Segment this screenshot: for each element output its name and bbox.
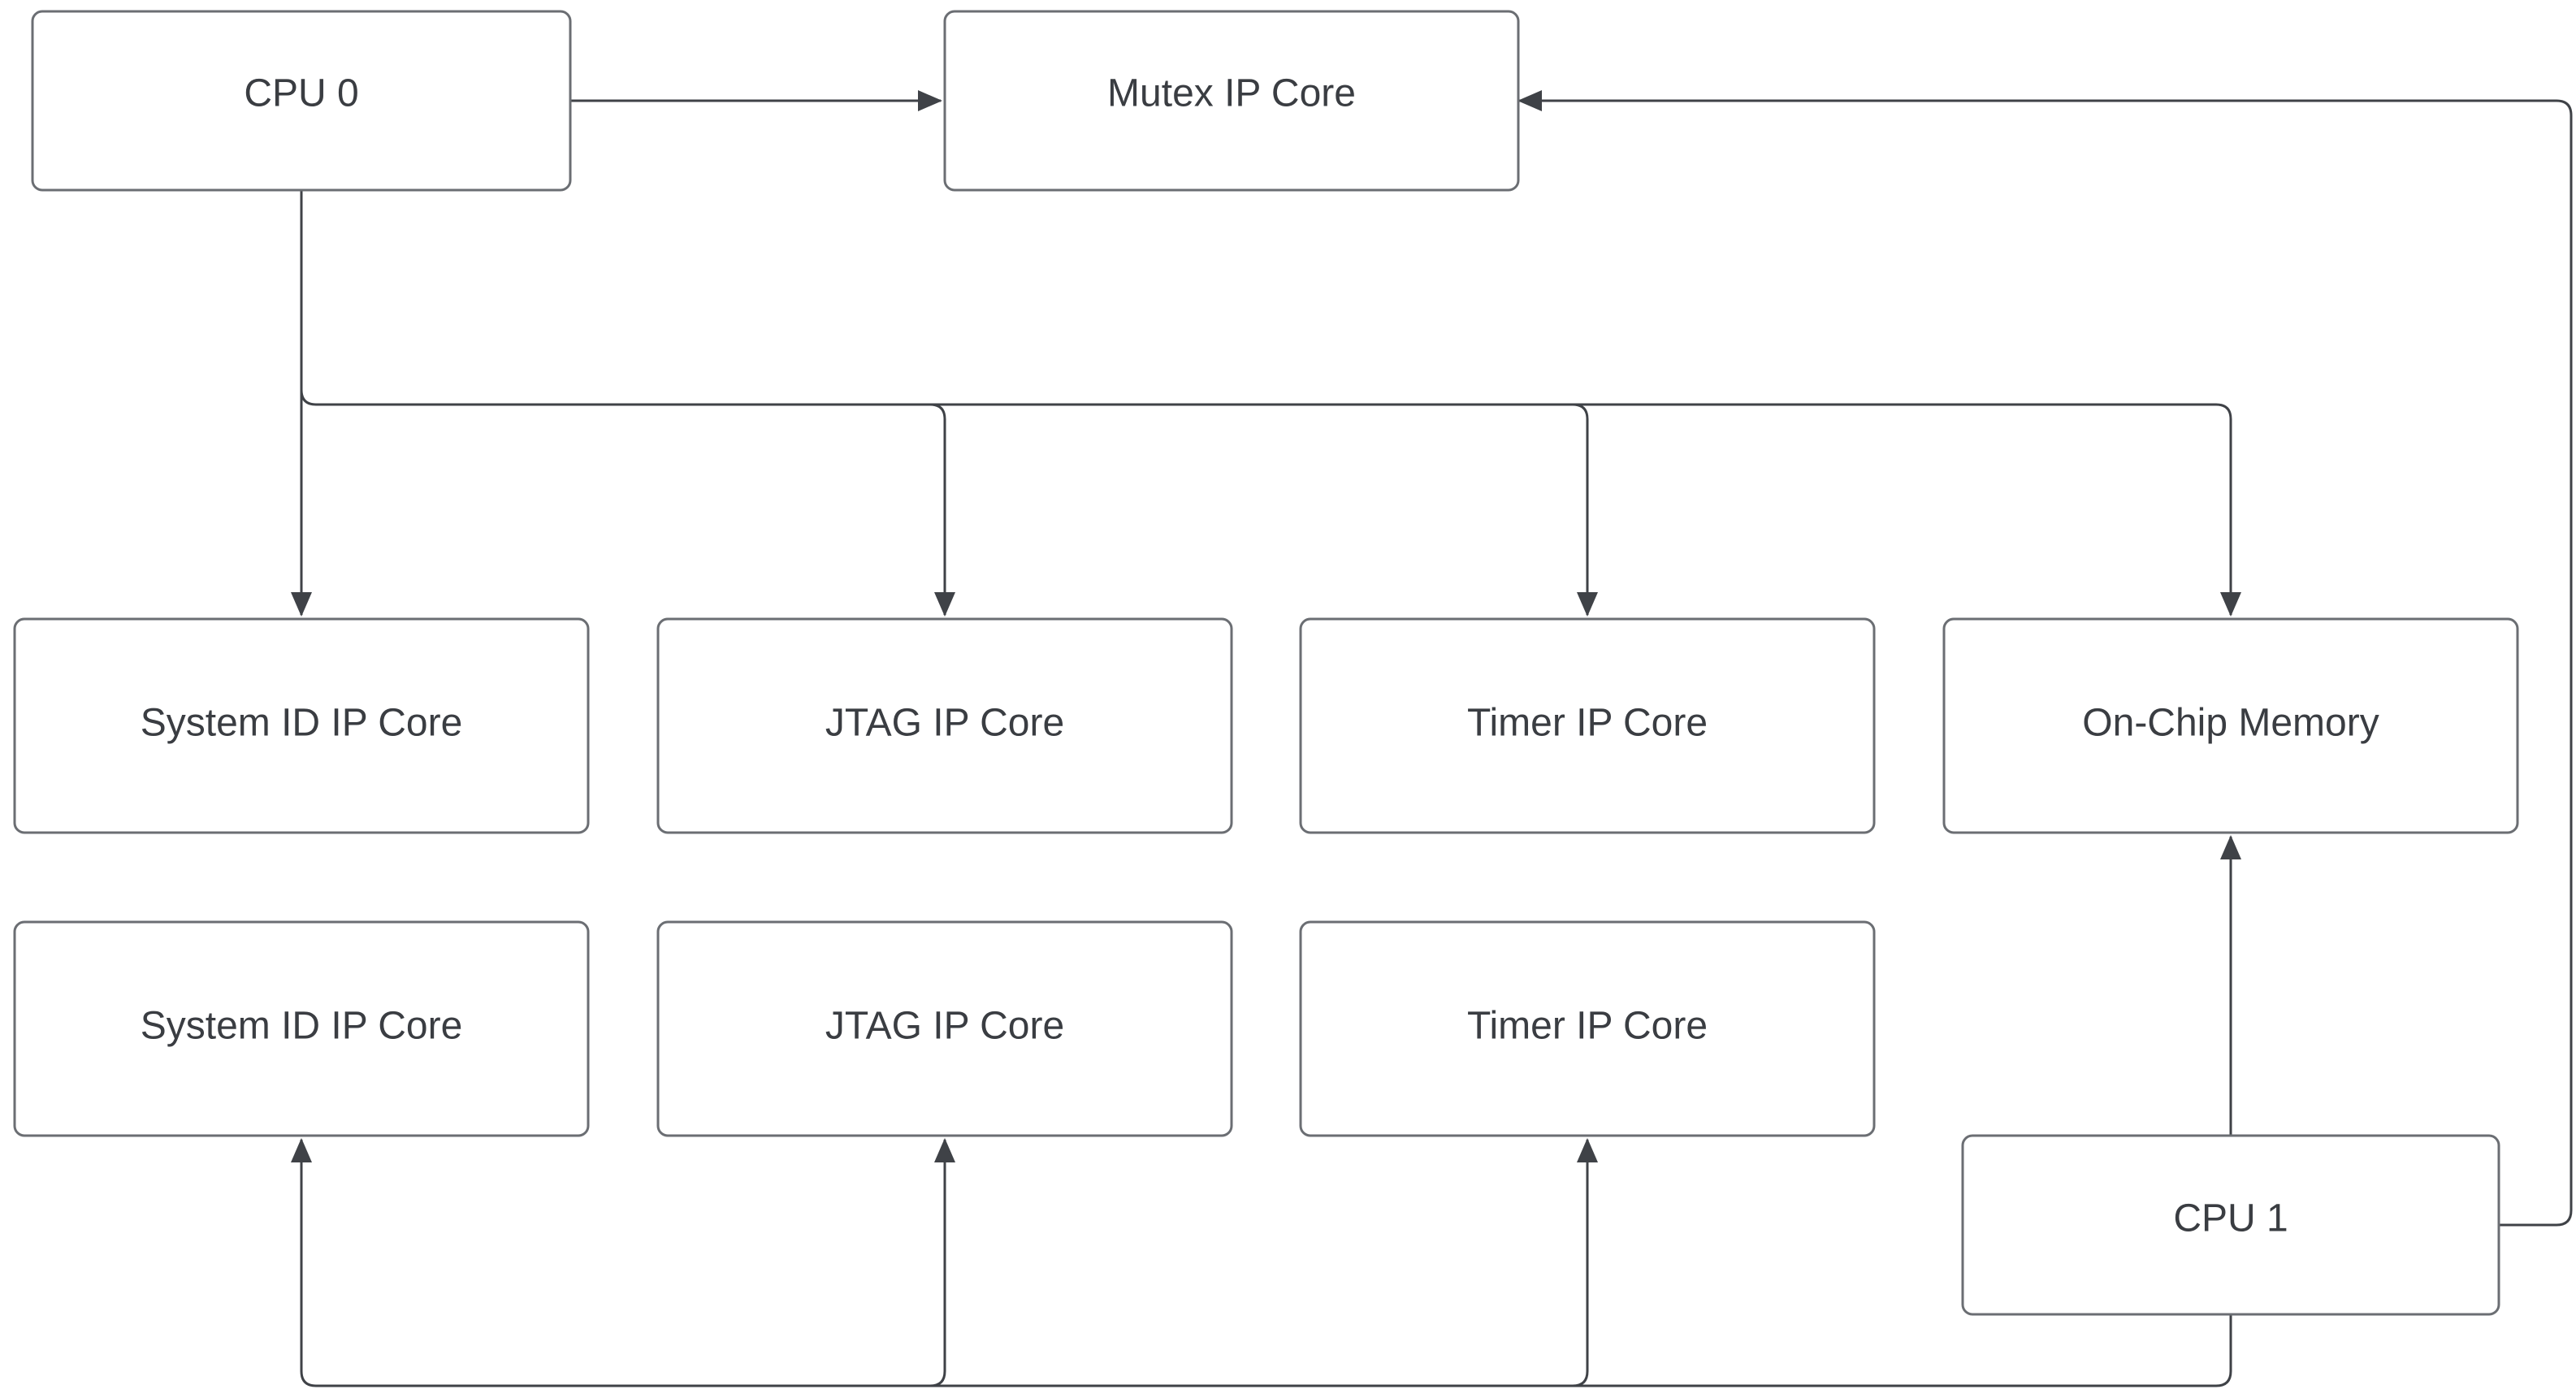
- node-cpu1-label: CPU 1: [2173, 1197, 2288, 1240]
- node-timer-top: Timer IP Core: [1299, 617, 1876, 834]
- edge-cpu0-jtag0: [929, 403, 955, 617]
- edge-cpu1-jtag1: [929, 1138, 955, 1387]
- node-cpu0: CPU 0: [31, 10, 572, 192]
- edges: [291, 90, 2573, 1387]
- edge-cpu1-bus: [300, 1314, 2232, 1387]
- node-mutex: Mutex IP Core: [943, 10, 1520, 192]
- edge-cpu1-mutex: [1517, 90, 2573, 1227]
- node-jtag-bottom-label: JTAG IP Core: [825, 1005, 1064, 1048]
- edge-cpu0-timer0: [1572, 403, 1598, 617]
- node-sysid-bottom: System ID IP Core: [13, 920, 590, 1137]
- node-sysid-top-label: System ID IP Core: [141, 702, 463, 745]
- node-sysid-top: System ID IP Core: [13, 617, 590, 834]
- node-timer-bottom: Timer IP Core: [1299, 920, 1876, 1137]
- node-onchip-memory-label: On-Chip Memory: [2082, 702, 2379, 745]
- node-timer-top-label: Timer IP Core: [1467, 702, 1708, 745]
- edge-cpu1-timer1: [1572, 1138, 1598, 1387]
- node-jtag-top: JTAG IP Core: [656, 617, 1233, 834]
- node-cpu1: CPU 1: [1961, 1134, 2500, 1316]
- node-sysid-bottom-label: System ID IP Core: [141, 1005, 463, 1048]
- edge-cpu0-bus: [300, 389, 2232, 420]
- node-timer-bottom-label: Timer IP Core: [1467, 1005, 1708, 1048]
- node-cpu0-label: CPU 0: [244, 72, 358, 115]
- node-jtag-bottom: JTAG IP Core: [656, 920, 1233, 1137]
- node-jtag-top-label: JTAG IP Core: [825, 702, 1064, 745]
- node-onchip-memory: On-Chip Memory: [1942, 617, 2519, 834]
- node-mutex-label: Mutex IP Core: [1107, 72, 1356, 115]
